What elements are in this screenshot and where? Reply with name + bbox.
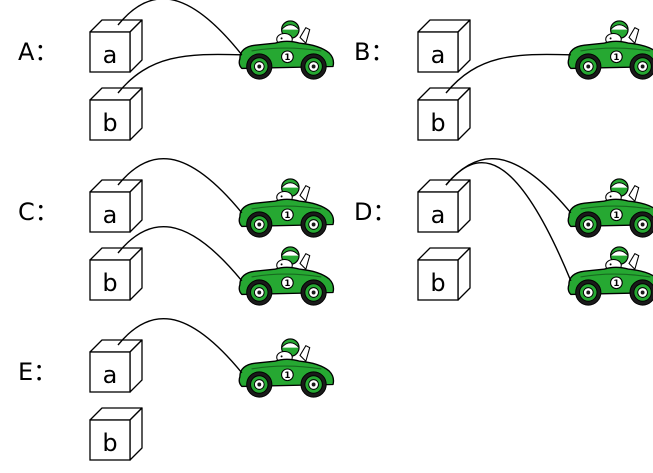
car-number: 1 (284, 279, 290, 289)
box-label: a (431, 41, 446, 69)
wheel (575, 53, 602, 80)
box-b: b (417, 87, 471, 141)
box-a: a (89, 339, 143, 393)
race-car: 1 (238, 338, 335, 398)
box-label: a (431, 201, 446, 229)
box-label: b (430, 269, 445, 297)
box-b: b (417, 247, 471, 301)
connection-wire (117, 53, 242, 94)
race-car: 1 (238, 246, 335, 306)
box-label: b (102, 109, 117, 137)
car-number: 1 (284, 211, 290, 221)
panel-b: B： a b 1 (354, 19, 653, 141)
wheel (629, 279, 653, 306)
wheel (246, 279, 273, 306)
wheel (629, 53, 653, 80)
race-car: 1 (238, 178, 335, 238)
wheel (300, 371, 327, 398)
wheel (300, 53, 327, 80)
box-label: b (102, 429, 117, 457)
car-number: 1 (284, 53, 290, 63)
box-b: b (89, 87, 143, 141)
panel-label: C： (18, 198, 59, 226)
connection-wire (117, 225, 243, 282)
car-number: 1 (613, 53, 619, 63)
race-car: 1 (567, 178, 653, 238)
connection-wire (445, 53, 571, 94)
panel-label: A： (18, 38, 58, 66)
box-label: a (103, 201, 118, 229)
car-number: 1 (284, 371, 290, 381)
race-car: 1 (567, 20, 653, 80)
connection-wire (445, 162, 572, 282)
box-a: a (417, 179, 471, 233)
wheel (575, 279, 602, 306)
box-label: a (103, 41, 118, 69)
wheel (300, 279, 327, 306)
panel-a: A： a b 1 (18, 0, 335, 141)
box-a: a (89, 19, 143, 73)
race-car: 1 (238, 20, 335, 80)
box-label: b (430, 109, 445, 137)
wheel (246, 371, 273, 398)
box-a: a (89, 179, 143, 233)
race-car: 1 (567, 246, 653, 306)
wheel (300, 211, 327, 238)
panel-label: E： (18, 358, 57, 386)
connection-wire (117, 0, 243, 56)
box-label: a (103, 361, 118, 389)
box-a: a (417, 19, 471, 73)
wheel (629, 211, 653, 238)
wheel (246, 53, 273, 80)
box-b: b (89, 247, 143, 301)
car-number: 1 (613, 211, 619, 221)
panel-label: D： (354, 198, 396, 226)
car-number: 1 (613, 279, 619, 289)
connection-wire (117, 317, 243, 374)
box-b: b (89, 407, 143, 461)
wheel (246, 211, 273, 238)
panel-c: C： a b 1 1 (18, 157, 335, 306)
panel-label: B： (354, 38, 394, 66)
connection-wire (117, 157, 243, 214)
box-label: b (102, 269, 117, 297)
panel-e: E： a b 1 (18, 317, 335, 461)
wheel (575, 211, 602, 238)
panel-d: D： a b 1 1 (354, 157, 653, 306)
